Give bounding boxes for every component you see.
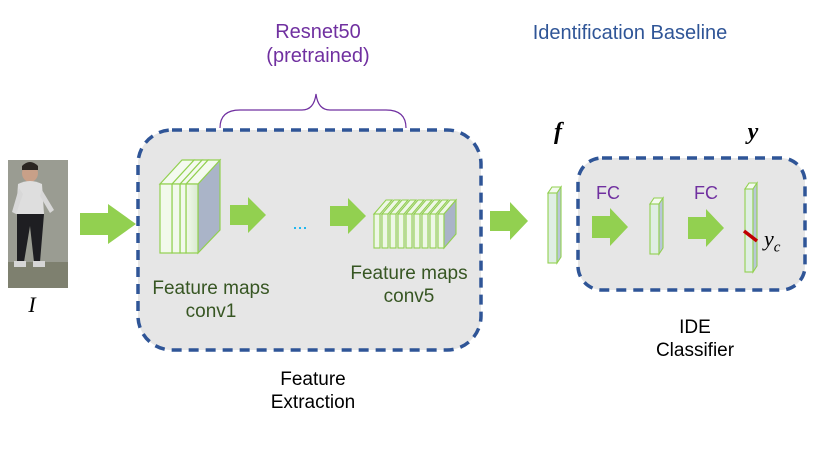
arrow-fc2: [688, 209, 724, 247]
yc-marker: [742, 229, 759, 243]
hidden-fc-vector: [648, 196, 665, 256]
ide-classifier-caption-line1: IDE: [679, 317, 711, 338]
yc-label-base: y: [764, 226, 774, 251]
feature-extraction-caption: Feature Extraction: [258, 368, 368, 414]
conv1-label-line1: Feature maps: [152, 278, 270, 299]
conv1-label: Feature maps conv1: [138, 277, 284, 323]
fc2-label: FC: [694, 183, 718, 203]
arrow-conv1-to-ellipsis: [230, 197, 266, 233]
arrow-conv5-to-f: [490, 202, 528, 240]
feature-extraction-caption-line2: Extraction: [270, 392, 356, 414]
fc1-label: FC: [596, 183, 620, 203]
y-output-vector: [743, 181, 759, 274]
input-person-image: [8, 160, 68, 288]
f-feature-vector: [546, 185, 563, 265]
y-symbol: y: [747, 119, 759, 145]
conv5-label: Feature maps conv5: [336, 262, 482, 308]
feature-extraction-box: [136, 128, 483, 352]
conv5-feature-maps: [372, 198, 458, 250]
arrow-input-to-conv: [80, 204, 136, 244]
ellipsis-label: ...: [292, 213, 308, 233]
f-symbol: f: [554, 119, 562, 145]
resnet-label-line1: Resnet50: [275, 21, 361, 43]
resnet-brace: [219, 93, 407, 129]
yc-label-sub: c: [773, 239, 781, 256]
conv1-feature-maps: [158, 158, 222, 255]
yc-label: yc: [764, 226, 794, 257]
input-symbol: I: [28, 292, 36, 317]
ide-classifier-caption: IDE Classifier: [640, 316, 750, 362]
conv5-label-line2: conv5: [383, 286, 435, 308]
feature-extraction-caption-line1: Feature: [280, 369, 346, 390]
baseline-title: Identification Baseline: [532, 22, 728, 44]
conv1-label-line2: conv1: [185, 301, 237, 323]
arrow-fc1: [592, 208, 628, 246]
arrow-ellipsis-to-conv5: [330, 198, 366, 234]
conv5-label-line1: Feature maps: [350, 263, 468, 284]
ide-classifier-caption-line2: Classifier: [655, 340, 735, 362]
resnet-label: Resnet50 (pretrained): [248, 20, 388, 69]
resnet-label-line2: (pretrained): [266, 45, 370, 68]
